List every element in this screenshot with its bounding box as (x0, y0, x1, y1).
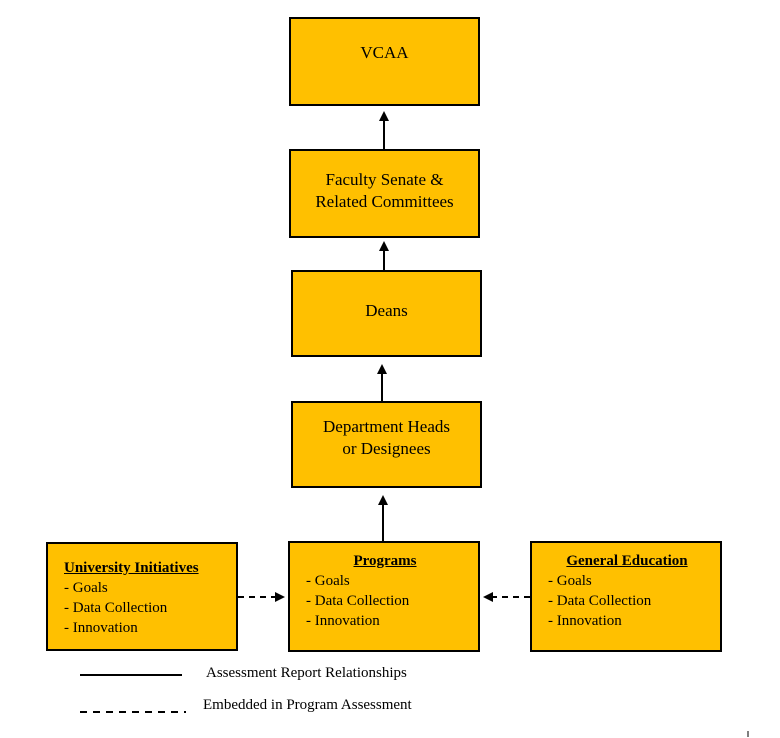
node-programs-item: - Data Collection (306, 593, 410, 609)
node-deans: Deans (291, 270, 482, 357)
node-faculty-senate-line2: Related Committees (315, 191, 454, 211)
node-faculty-senate: Faculty Senate & Related Committees (289, 149, 480, 238)
legend-solid-label: Assessment Report Relationships (206, 665, 407, 681)
node-general-education-item: - Data Collection (548, 593, 652, 609)
node-dept-heads-line2: or Designees (342, 438, 431, 458)
node-programs-item: - Goals (306, 573, 350, 589)
node-university-initiatives-title: University Initiatives (64, 560, 199, 576)
node-general-education-item: - Goals (548, 573, 592, 589)
node-faculty-senate-line1: Faculty Senate & (325, 169, 444, 189)
node-general-education-title: General Education (566, 553, 688, 569)
node-deans-label: Deans (365, 300, 408, 320)
legend-dashed-label: Embedded in Program Assessment (203, 697, 412, 713)
node-university-initiatives-item: - Innovation (64, 620, 138, 636)
node-dept-heads: Department Heads or Designees (291, 401, 482, 488)
node-general-education: General Education - Goals - Data Collect… (530, 541, 722, 652)
node-university-initiatives: University Initiatives - Goals - Data Co… (46, 542, 238, 651)
node-programs-item: - Innovation (306, 613, 380, 629)
node-vcaa-label: VCAA (360, 42, 409, 62)
node-general-education-item: - Innovation (548, 613, 622, 629)
node-programs-title: Programs (353, 553, 417, 569)
node-university-initiatives-item: - Goals (64, 580, 108, 596)
node-vcaa: VCAA (289, 17, 480, 106)
node-programs: Programs - Goals - Data Collection - Inn… (288, 541, 480, 652)
node-dept-heads-line1: Department Heads (323, 416, 450, 436)
node-university-initiatives-item: - Data Collection (64, 600, 168, 616)
